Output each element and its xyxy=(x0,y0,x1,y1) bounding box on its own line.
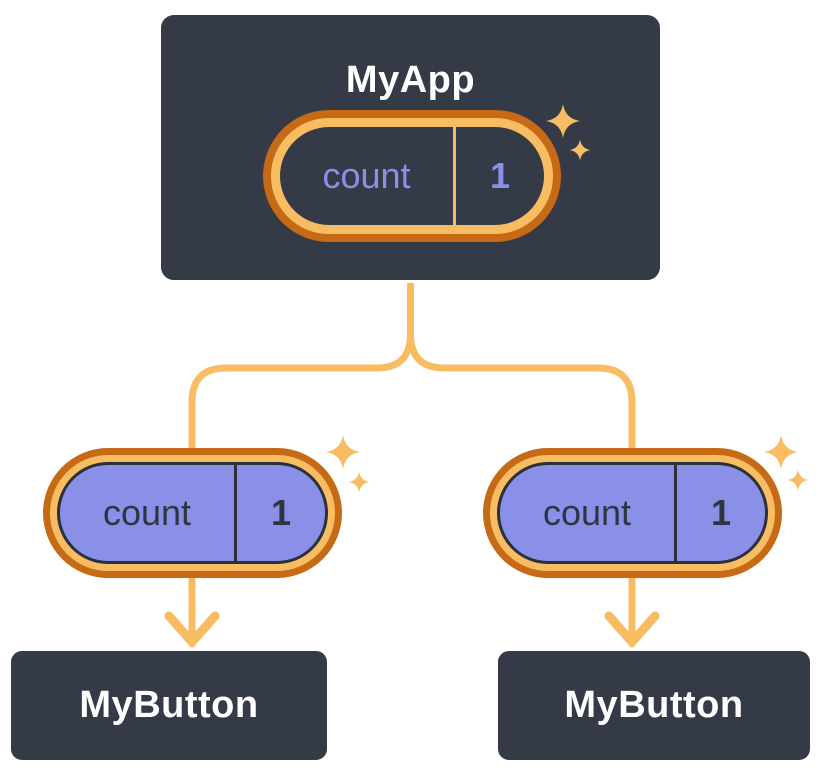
prop-name: count xyxy=(102,492,192,533)
prop-value: 1 xyxy=(270,492,292,533)
arrowhead-down-right-icon xyxy=(604,611,660,647)
pill-divider xyxy=(453,127,456,225)
prop-value: 1 xyxy=(710,492,732,533)
state-pill-core: count 1 xyxy=(280,127,544,225)
component-title: MyButton xyxy=(564,684,744,726)
component-title: MyButton xyxy=(79,684,259,726)
state-pill-ring: count 1 xyxy=(271,118,553,234)
state-value: 1 xyxy=(489,155,511,196)
arrowhead-down-left-icon xyxy=(164,611,220,647)
prop-pill-ring: count 1 xyxy=(50,455,335,571)
prop-pill-core: count 1 xyxy=(57,462,328,564)
state-name: count xyxy=(322,155,411,196)
prop-name: count xyxy=(542,492,632,533)
prop-pill-left: count 1 xyxy=(43,448,342,578)
state-pill: count 1 xyxy=(263,110,561,242)
component-title: MyApp xyxy=(345,59,476,101)
pill-divider xyxy=(674,465,677,561)
component-node-mybutton-right: MyButton xyxy=(495,648,813,763)
prop-pill-right: count 1 xyxy=(483,448,782,578)
component-node-mybutton-left: MyButton xyxy=(8,648,330,763)
prop-pill-core: count 1 xyxy=(497,462,768,564)
prop-pill-ring: count 1 xyxy=(490,455,775,571)
